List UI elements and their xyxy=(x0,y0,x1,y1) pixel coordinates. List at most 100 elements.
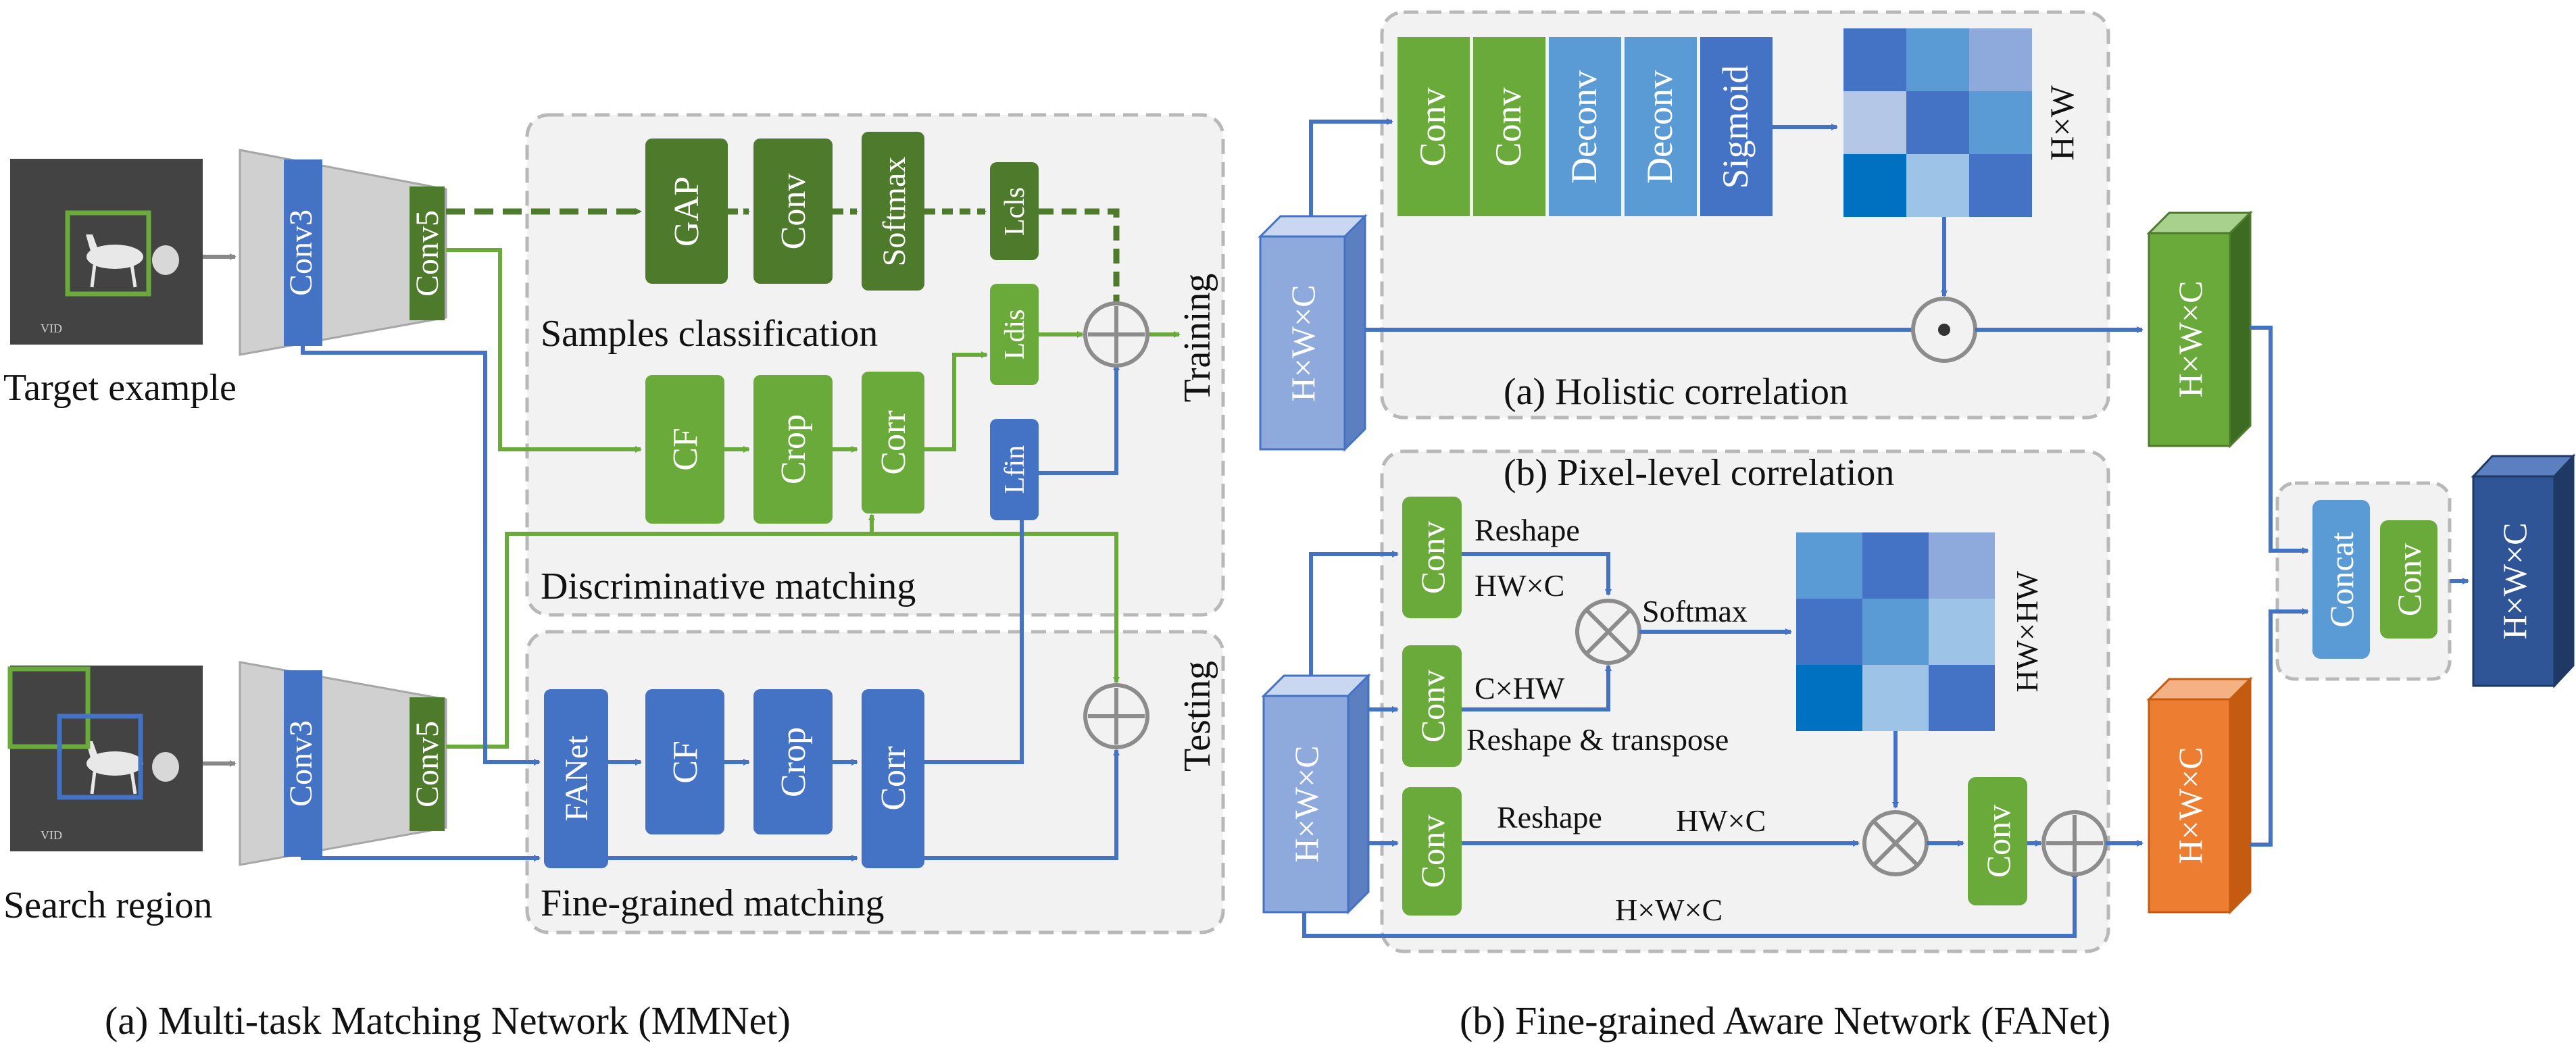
holistic-sigmoid: Sigmoid xyxy=(1715,65,1756,189)
reshape-transpose-label: Reshape & transpose xyxy=(1466,722,1729,757)
testing-sum xyxy=(1083,683,1149,749)
svg-text:Conv: Conv xyxy=(2390,543,2428,616)
pixel-title: (b) Pixel-level correlation xyxy=(1504,452,1894,494)
svg-text:Ldis: Ldis xyxy=(999,309,1031,360)
edge-conv3-bottom-fanet xyxy=(301,855,541,861)
svg-text:Crop: Crop xyxy=(774,727,813,797)
conv-cls-block: Conv xyxy=(753,139,833,284)
otimes-bottom xyxy=(1862,810,1929,876)
hwc-input-cube-bottom: H×W×C xyxy=(1261,673,1371,915)
conv3-bottom-label: Conv3 xyxy=(283,720,319,807)
target-example-label: Target example xyxy=(3,367,237,409)
svg-text:H×W×C: H×W×C xyxy=(2496,522,2533,639)
pixel-conv3: Conv xyxy=(1402,787,1462,916)
crop-dis-block: Crop xyxy=(753,375,833,524)
hwc-input-cube-top: H×W×C xyxy=(1258,214,1368,452)
holistic-conv1: Conv xyxy=(1412,87,1453,166)
samples-classification-label: Samples classification xyxy=(541,313,878,355)
svg-text:Conv: Conv xyxy=(1414,670,1452,743)
caption-a: (a) Multi-task Matching Network (MMNet) xyxy=(105,999,791,1043)
edge-lcls-sum xyxy=(1039,208,1120,309)
final-conv-block: Conv xyxy=(2380,520,2437,639)
edge-corr-ldis xyxy=(924,351,988,451)
backbone-bottom: Conv3 Conv5 xyxy=(239,661,447,866)
svg-text:H×W×C: H×W×C xyxy=(2171,747,2209,864)
hwc-final-cube: H×W×C xyxy=(2471,453,2576,689)
edge-conv5-cf xyxy=(446,248,642,453)
search-thumb-tag: VID xyxy=(41,828,62,842)
training-label: Training xyxy=(1176,274,1218,403)
svg-text:Softmax: Softmax xyxy=(876,157,912,267)
target-thumb-tag: VID xyxy=(41,322,62,335)
odot-operator xyxy=(1911,297,1977,363)
conv3-top-label: Conv3 xyxy=(283,209,319,296)
hw-hw-map xyxy=(1796,532,1995,731)
lcls-block: Lcls xyxy=(990,162,1039,260)
svg-text:Conv: Conv xyxy=(774,174,813,250)
hw-hw-label: HW×HW xyxy=(2010,571,2044,693)
holistic-title: (a) Holistic correlation xyxy=(1504,371,1848,413)
hw-c-bottom-label: HW×C xyxy=(1676,803,1766,838)
conv5-bottom-label: Conv5 xyxy=(410,721,445,807)
svg-text:CF: CF xyxy=(666,741,705,784)
search-region-image: VID xyxy=(7,666,203,851)
pixel-conv1: Conv xyxy=(1402,497,1462,618)
holistic-deconv2: Deconv xyxy=(1639,70,1680,184)
svg-text:GAP: GAP xyxy=(668,176,706,247)
svg-text:CF: CF xyxy=(666,428,705,471)
conv5-top-label: Conv5 xyxy=(410,210,445,297)
residual-hwc-label: H×W×C xyxy=(1615,893,1723,927)
hxw-map xyxy=(1843,28,2032,217)
holistic-deconv1: Deconv xyxy=(1564,70,1604,184)
svg-text:H×W×C: H×W×C xyxy=(2171,280,2209,397)
svg-text:Corr: Corr xyxy=(874,410,913,474)
hw-c-label: HW×C xyxy=(1475,568,1564,603)
svg-text:Crop: Crop xyxy=(774,414,813,484)
cf-fine-block: CF xyxy=(645,689,724,834)
corr-dis-block: Corr xyxy=(862,372,924,514)
edge-corr-lfin xyxy=(924,514,1025,764)
pixel-conv4: Conv xyxy=(1968,777,2027,905)
discriminative-matching-label: Discriminative matching xyxy=(541,566,916,607)
svg-text:Concat: Concat xyxy=(2323,532,2360,628)
holistic-conv2: Conv xyxy=(1488,87,1529,166)
search-region-label: Search region xyxy=(3,884,212,926)
softmax-cls-block: Softmax xyxy=(862,132,924,291)
training-sum xyxy=(1083,301,1149,368)
softmax-pixel-label: Softmax xyxy=(1642,594,1748,628)
otimes-top xyxy=(1575,599,1641,665)
edge-conv3-top-fanet xyxy=(301,346,541,766)
reshape-top-label: Reshape xyxy=(1475,513,1580,547)
hwc-pixel-out-cube: H×W×C xyxy=(2146,676,2253,915)
c-hw-label: C×HW xyxy=(1475,671,1565,705)
lfin-block: Lfin xyxy=(990,419,1039,520)
svg-text:Conv: Conv xyxy=(1979,805,2017,878)
edge-residual xyxy=(1302,870,2078,938)
hxw-label: H×W xyxy=(2043,84,2081,160)
ldis-block: Ldis xyxy=(990,284,1039,385)
svg-text:H×W×C: H×W×C xyxy=(1284,284,1322,401)
svg-text:Lfin: Lfin xyxy=(999,445,1031,494)
testing-label: Testing xyxy=(1176,661,1218,772)
target-example-image: VID xyxy=(10,159,203,345)
caption-b: (b) Fine-grained Aware Network (FANet) xyxy=(1460,999,2110,1043)
fanet-block: FANet xyxy=(544,689,608,868)
svg-text:H×W×C: H×W×C xyxy=(1287,745,1325,862)
svg-text:Conv: Conv xyxy=(1414,815,1452,888)
gap-block: GAP xyxy=(645,139,728,284)
svg-text:Corr: Corr xyxy=(874,746,913,810)
crop-fine-block: Crop xyxy=(753,689,833,834)
svg-text:Conv: Conv xyxy=(1414,521,1452,594)
corr-fine-block: Corr xyxy=(862,689,924,868)
concat-block: Concat xyxy=(2312,500,2370,659)
fine-grained-matching-label: Fine-grained matching xyxy=(541,882,885,924)
reshape-bottom-label: Reshape xyxy=(1497,800,1602,834)
svg-text:Lcls: Lcls xyxy=(999,187,1031,236)
svg-text:FANet: FANet xyxy=(559,735,595,822)
pixel-conv2: Conv xyxy=(1402,645,1462,767)
cf-dis-block: CF xyxy=(645,375,724,524)
holistic-stack: Conv Conv Deconv Deconv Sigmoid xyxy=(1397,37,1773,216)
backbone-top: Conv3 Conv5 xyxy=(239,149,447,356)
oplus-pixel xyxy=(2041,810,2108,876)
